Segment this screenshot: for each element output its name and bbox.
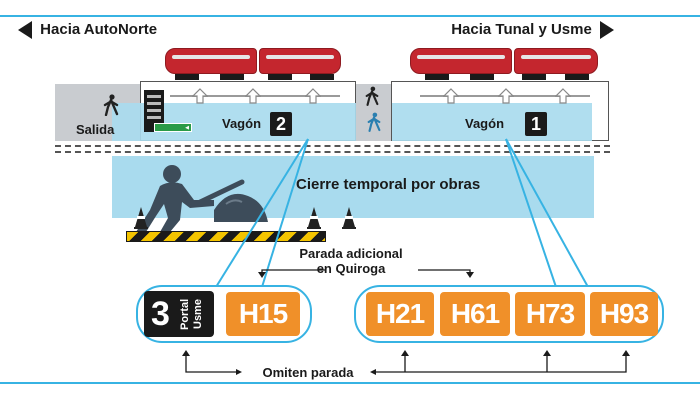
train-car [514,48,598,74]
direction-right: Hacia Tunal y Usme [451,20,614,40]
portal-usme-badge: 3 Portal Usme [144,291,214,337]
track-line [55,145,610,147]
boarding-arrow-icon [554,88,572,104]
boarding-arrow-icon [191,88,209,104]
additional-stop-text: Parada adicional en Quiroga [276,246,426,276]
skip-stop-text: Omiten parada [262,365,354,380]
construction-worker-icon [130,160,280,239]
boarding-arrow-icon [442,88,460,104]
track-line [55,151,610,153]
route-h61: H61 [440,292,510,336]
train-wheel [522,74,546,80]
exit-label: Salida [76,122,115,137]
boarding-arrow-icon [304,88,322,104]
portal-badge-number: 3 [151,295,170,333]
train-wheel [310,74,334,80]
wagon-1-label: Vagón [465,116,505,131]
traffic-cone-icon [307,207,321,234]
right-arrow-icon [600,21,614,40]
hazard-barrier [126,231,326,242]
wagon-2-number: 2 [270,112,292,136]
route-h15: H15 [226,292,300,336]
train-wheel [425,74,449,80]
direction-right-label: Hacia Tunal y Usme [451,21,592,39]
wagon-1-number: 1 [525,112,547,136]
train-car [410,48,512,74]
left-arrow-icon [18,21,32,40]
wagon-1-band [392,103,592,141]
boarding-arrow-icon [497,88,515,104]
direction-left: Hacia AutoNorte [18,20,157,40]
exit-sign-icon: ◀ [154,123,192,132]
train-wheel [220,74,244,80]
pedestrian-exit-icon [102,94,120,121]
portal-badge-text: Portal Usme [179,298,204,330]
wagon-2-label: Vagón [222,116,262,131]
traffic-cone-icon [342,207,356,234]
top-border-line [0,15,700,17]
train-wheel [175,74,199,80]
traffic-cone-icon [134,207,148,234]
route-h73: H73 [515,292,585,336]
train-wheel [565,74,589,80]
train-car [165,48,257,74]
direction-left-label: Hacia AutoNorte [40,21,158,39]
route-h21: H21 [366,292,434,336]
pedestrian-icon [366,112,382,137]
additional-stop-line2: en Quiroga [316,261,386,276]
additional-stop-line1: Parada adicional [299,246,403,261]
boarding-arrow-icon [244,88,262,104]
pedestrian-icon [364,86,380,111]
info-panel-icon [144,90,164,132]
train-car [259,48,341,74]
train-wheel [470,74,494,80]
route-h93: H93 [590,292,658,336]
train-wheel [268,74,292,80]
closure-text: Cierre temporal por obras [296,176,481,193]
bottom-border-line [0,382,700,384]
